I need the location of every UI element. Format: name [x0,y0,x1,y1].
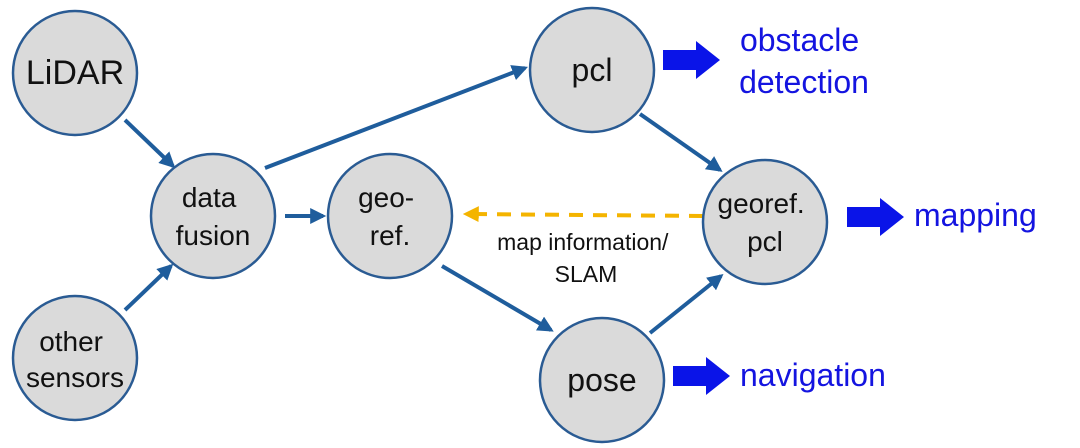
node-other-sensors: other sensors [11,294,139,422]
node-georef-pcl-line1: georef. [718,188,805,219]
node-georef: geo- ref. [326,152,454,280]
edge-label-line1: map information/ [497,229,669,255]
edge-label-line2: SLAM [555,261,618,287]
svg-text:geo- ref.: geo- ref. [358,182,422,251]
output-obstacle-line1: obstacle [740,22,859,58]
node-pose: pose [538,316,666,444]
svg-text:georef. pcl: georef. pcl [718,188,813,257]
output-mapping-label: mapping [914,197,1037,233]
node-pcl-label: pcl [572,52,613,88]
edge-georef-to-pose [440,264,554,332]
node-data-fusion-line2: fusion [176,220,251,251]
output-mapping: mapping [914,197,1037,233]
output-arrow-navigation-icon [673,357,730,395]
node-pcl: pcl [528,6,656,134]
output-navigation-label: navigation [740,357,886,393]
node-lidar: LiDAR [11,9,139,137]
svg-text:LiDAR: LiDAR [26,54,124,92]
output-obstacle-detection: obstacle detection [739,22,869,100]
node-other-sensors-line1: other [39,326,103,357]
output-arrow-obstacle-icon [663,41,720,79]
edge-georef-pcl-to-georef-dashed [462,206,704,223]
node-georef-line1: geo- [358,182,414,213]
output-obstacle-line2: detection [739,64,869,100]
edge-data-fusion-to-pcl [264,65,528,170]
svg-text:data fusion: data fusion [176,182,251,251]
node-data-fusion: data fusion [149,152,277,280]
svg-text:other sensors: other sensors [26,326,124,393]
node-data-fusion-line1: data [182,182,237,213]
edge-other-sensors-to-data-fusion [123,263,174,312]
node-georef-pcl: georef. pcl [701,158,829,286]
edge-pose-to-georef-pcl [648,273,724,335]
node-pose-label: pose [567,362,636,398]
node-other-sensors-line2: sensors [26,362,124,393]
output-navigation: navigation [740,357,886,393]
node-lidar-label: LiDAR [26,54,124,92]
node-georef-pcl-line2: pcl [747,226,783,257]
edge-pcl-to-georef-pcl [638,112,723,172]
node-georef-line2: ref. [370,220,410,251]
edge-label-map-information: map information/ SLAM [497,229,675,287]
output-arrow-mapping-icon [847,198,904,236]
svg-text:pose: pose [567,362,636,398]
edge-lidar-to-data-fusion [123,118,176,169]
svg-text:pcl: pcl [572,52,613,88]
